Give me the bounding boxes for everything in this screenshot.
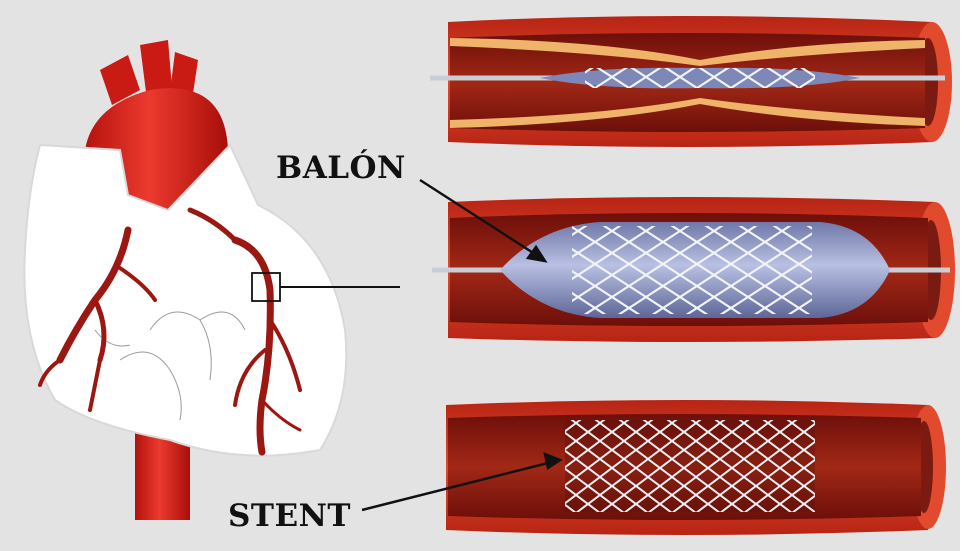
balloon-label: BALÓN <box>276 150 406 186</box>
stent-label: STENT <box>228 498 351 534</box>
heart-body <box>24 145 346 456</box>
deployed-stent <box>565 420 815 512</box>
expanding-stent <box>572 226 812 314</box>
artery-stage-1 <box>430 16 952 147</box>
aorta-branch <box>140 40 172 92</box>
artery-stage-2 <box>432 197 955 342</box>
heart-illustration <box>24 40 400 520</box>
crimped-stent <box>585 68 815 88</box>
artery-stage-3 <box>446 400 946 535</box>
